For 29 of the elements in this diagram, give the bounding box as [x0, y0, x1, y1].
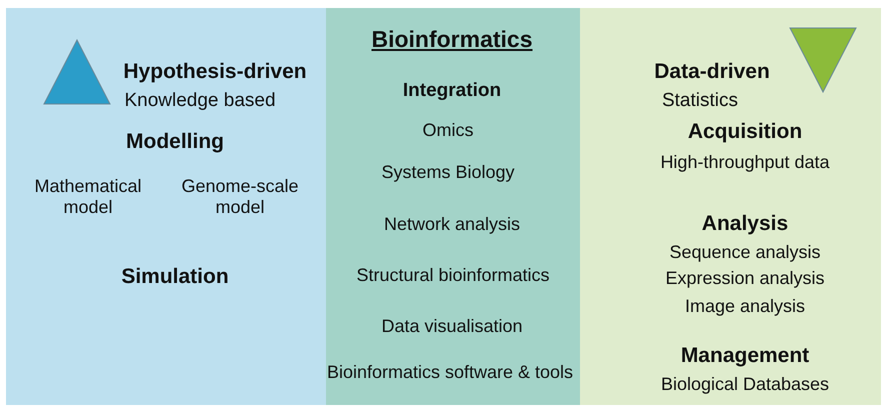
text-label: Sequence analysis — [668, 242, 822, 263]
text-label: Systems Biology — [380, 162, 516, 183]
text-label: Mathematical model — [33, 176, 143, 218]
heading: Data-driven — [653, 60, 771, 84]
text-label: Knowledge based — [123, 90, 277, 112]
text-label: Network analysis — [382, 214, 522, 235]
text-label: Data visualisation — [380, 316, 524, 337]
text-label: High-throughput data — [659, 152, 831, 173]
down-triangle-icon — [789, 28, 857, 94]
text-label: Statistics — [660, 90, 740, 112]
text-label: Expression analysis — [664, 268, 826, 289]
panel-background — [6, 8, 326, 405]
panel-background — [580, 8, 881, 405]
panel-background — [326, 8, 580, 405]
text-label: Bioinformatics software & tools — [326, 362, 574, 383]
heading: Bioinformatics — [370, 26, 534, 52]
text-label: Structural bioinformatics — [355, 265, 551, 286]
heading: Acquisition — [686, 120, 804, 144]
up-triangle-icon — [43, 38, 111, 104]
text-label: Image analysis — [684, 296, 806, 317]
text-label: Biological Databases — [660, 374, 830, 395]
heading: Analysis — [700, 212, 790, 236]
heading: Integration — [402, 80, 502, 102]
heading: Hypothesis-driven — [122, 60, 308, 84]
heading: Management — [680, 344, 810, 368]
heading: Modelling — [125, 130, 225, 154]
text-label: Omics — [422, 120, 474, 141]
heading: Simulation — [120, 265, 230, 290]
text-label: Genome-scale model — [180, 176, 300, 218]
